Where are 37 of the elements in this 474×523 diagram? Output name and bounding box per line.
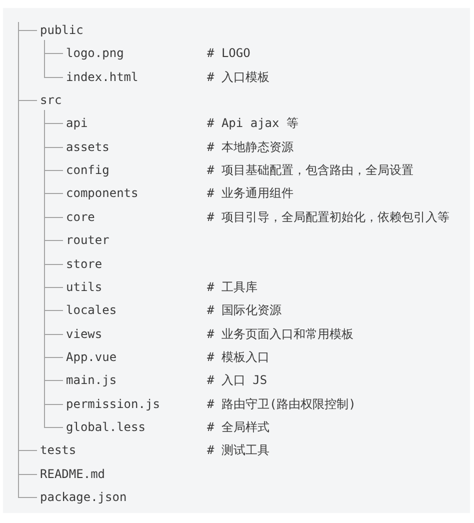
entry-name: config	[66, 162, 110, 179]
tree-line	[44, 40, 64, 78]
comment: # 国际化资源	[207, 302, 282, 319]
entry-name: public	[40, 22, 84, 39]
entry-name: global.less	[66, 419, 146, 436]
comment: # 业务通用组件	[207, 185, 294, 202]
comment: # 项目基础配置，包含路由，全局设置	[207, 162, 414, 179]
comment: # 项目引导，全局配置初始化，依赖包引入等	[207, 209, 450, 226]
entry-name: README.md	[40, 466, 106, 483]
comment: # 测试工具	[207, 442, 270, 459]
entry-name: package.json	[40, 489, 127, 506]
comment: # 入口模板	[207, 69, 270, 86]
comment: # 模板入口	[207, 349, 270, 366]
entry-name: core	[66, 209, 95, 226]
comment: # 路由守卫(路由权限控制)	[207, 396, 356, 413]
entry-name: index.html	[66, 69, 138, 86]
comment: # 全局样式	[207, 419, 270, 436]
entry-name: permission.js	[66, 396, 160, 413]
comment: # Api ajax 等	[207, 115, 298, 132]
entry-name: locales	[66, 302, 117, 319]
entry-name: router	[66, 232, 110, 249]
entry-name: src	[40, 92, 62, 109]
entry-name: tests	[40, 442, 76, 459]
entry-name: utils	[66, 279, 102, 296]
entry-name: components	[66, 185, 138, 202]
comment: # LOGO	[207, 45, 250, 62]
comment: # 业务页面入口和常用模板	[207, 326, 354, 343]
entry-name: assets	[66, 139, 110, 156]
comment: # 工具库	[207, 279, 258, 296]
comment: # 入口 JS	[207, 372, 268, 389]
comment: # 本地静态资源	[207, 139, 294, 156]
entry-name: App.vue	[66, 349, 117, 366]
entry-name: store	[66, 256, 102, 273]
entry-name: main.js	[66, 372, 117, 389]
entry-name: logo.png	[66, 45, 124, 62]
entry-name: views	[66, 326, 102, 343]
entry-name: api	[66, 115, 88, 132]
